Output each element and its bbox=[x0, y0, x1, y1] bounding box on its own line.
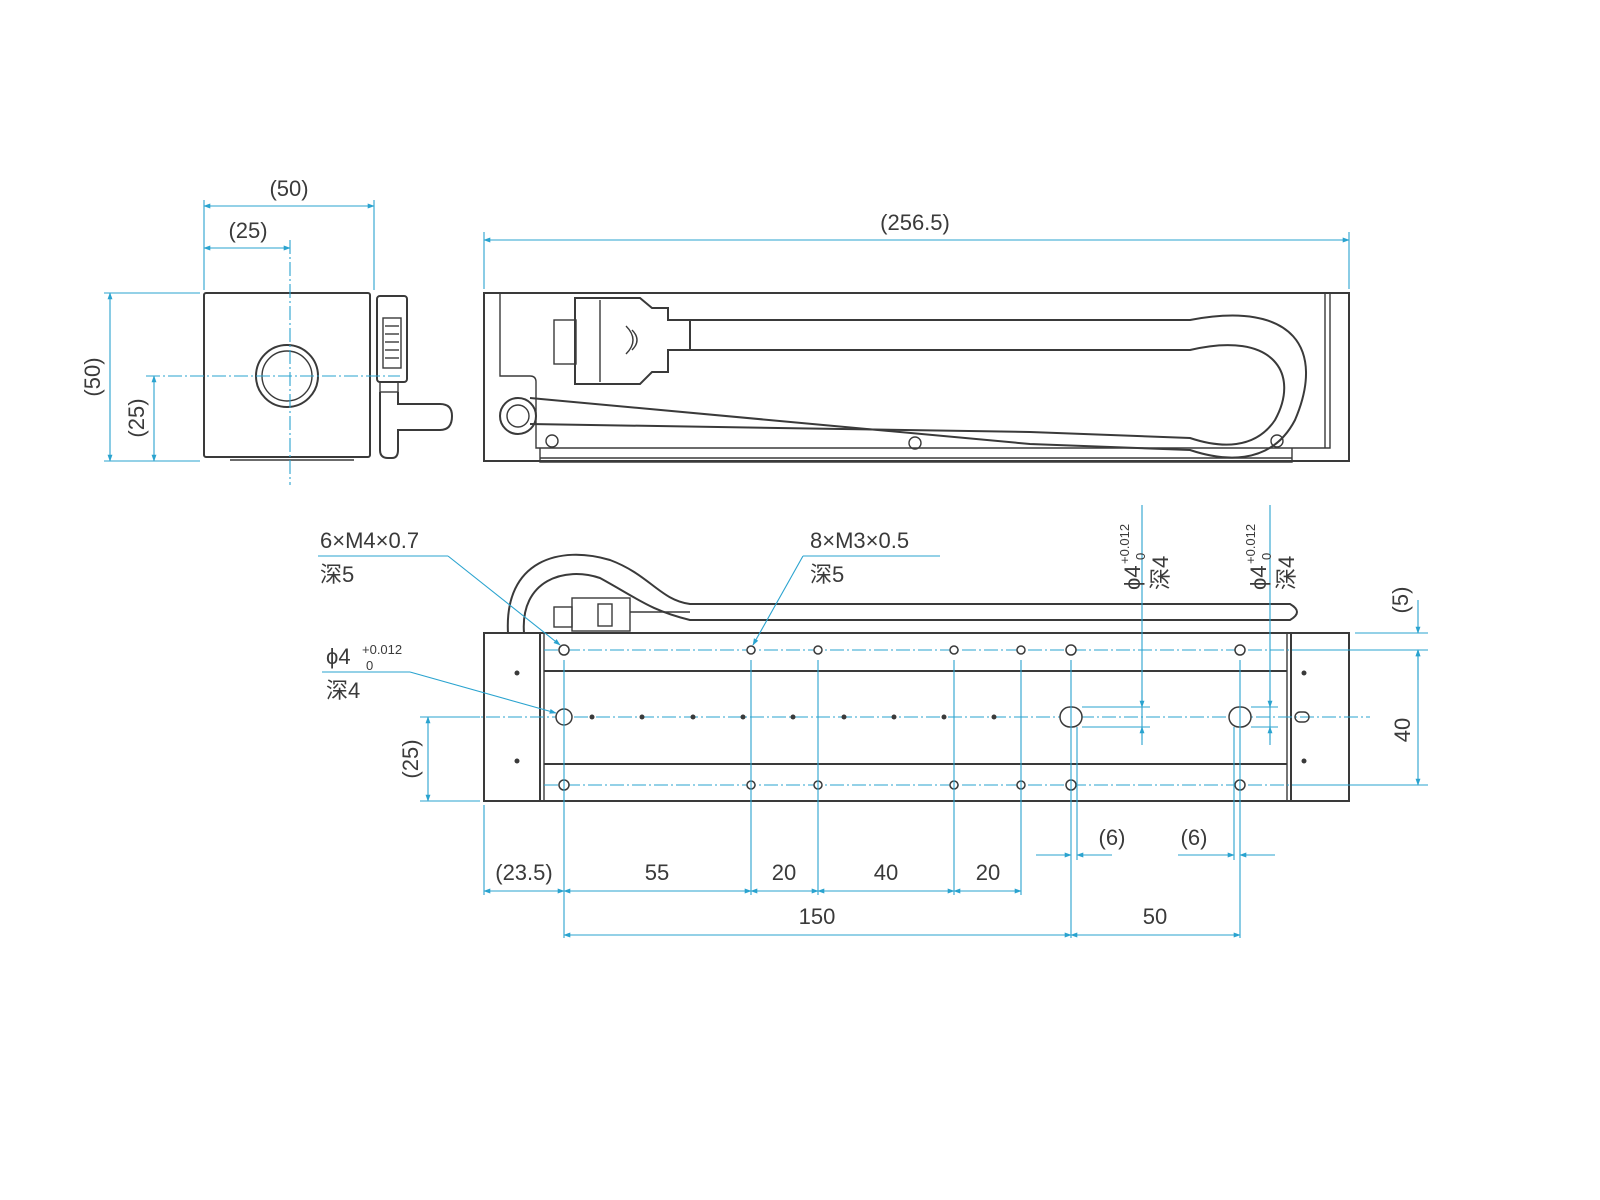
callout-pin-left-depth: 深4 bbox=[326, 678, 360, 703]
front-view-screw-1 bbox=[545, 434, 559, 448]
front-view-cable-inner bbox=[529, 344, 1286, 446]
dim-slot-1: (6) bbox=[1099, 825, 1126, 850]
top-view-connector bbox=[553, 597, 690, 632]
front-view: (256.5) bbox=[483, 210, 1350, 463]
top-view-cable bbox=[506, 553, 1298, 634]
front-view-cable-end-outer bbox=[499, 397, 537, 435]
dim-row1-2: 20 bbox=[772, 860, 796, 885]
callout-pin-1-upper: +0.012 bbox=[1117, 524, 1132, 564]
callout-pin-2-upper: +0.012 bbox=[1243, 524, 1258, 564]
callout-pin-left-base: ϕ4 bbox=[326, 644, 351, 669]
callout-pin-2-base: ϕ4 bbox=[1246, 565, 1271, 590]
side-view-body bbox=[203, 292, 371, 458]
front-view-cable-outer bbox=[529, 314, 1308, 459]
front-view-screw-2 bbox=[908, 436, 922, 450]
callout-pin-left-lower: 0 bbox=[366, 658, 373, 673]
dim-row1-0: (23.5) bbox=[495, 860, 552, 885]
callout-pin-left-upper: +0.012 bbox=[362, 642, 402, 657]
front-view-body bbox=[483, 292, 1350, 462]
front-view-screw-3 bbox=[1270, 434, 1284, 448]
top-view: (23.5) 55 20 40 20 150 50 (6) (6) (5) 40… bbox=[318, 505, 1428, 938]
side-view-connector bbox=[376, 295, 454, 459]
dim-center-height: (25) bbox=[398, 739, 423, 778]
side-center-dim: (25) bbox=[228, 218, 267, 243]
side-view: (50) (25) (50) (25) bbox=[80, 176, 454, 485]
callout-m3-line2: 深5 bbox=[810, 562, 844, 587]
dim-row2-0: 150 bbox=[799, 904, 836, 929]
dim-row2-1: 50 bbox=[1143, 904, 1167, 929]
side-width-dim: (50) bbox=[269, 176, 308, 201]
side-height-dim: (50) bbox=[80, 357, 105, 396]
callout-pin-1-depth: 深4 bbox=[1148, 556, 1173, 590]
callout-pin-2-depth: 深4 bbox=[1274, 556, 1299, 590]
callout-m4-line2: 深5 bbox=[320, 562, 354, 587]
side-center-height-dim: (25) bbox=[124, 398, 149, 437]
dim-row1-1: 55 bbox=[645, 860, 669, 885]
center-row-dots bbox=[589, 714, 997, 720]
callout-pin-1-base: ϕ4 bbox=[1120, 565, 1145, 590]
front-view-cable-end-inner bbox=[506, 404, 530, 428]
front-length-dim: (256.5) bbox=[880, 210, 950, 235]
callout-m3-line1: 8×M3×0.5 bbox=[810, 528, 909, 553]
front-view-connector bbox=[553, 297, 691, 385]
dim-top-offset: (5) bbox=[1388, 587, 1413, 614]
callout-m4-line1: 6×M4×0.7 bbox=[320, 528, 419, 553]
dim-slot-2: (6) bbox=[1181, 825, 1208, 850]
callout-pin-2-lower: 0 bbox=[1259, 553, 1274, 560]
dim-width: 40 bbox=[1390, 718, 1415, 742]
callout-pin-1-lower: 0 bbox=[1133, 553, 1148, 560]
dim-row1-4: 20 bbox=[976, 860, 1000, 885]
dim-row1-3: 40 bbox=[874, 860, 898, 885]
